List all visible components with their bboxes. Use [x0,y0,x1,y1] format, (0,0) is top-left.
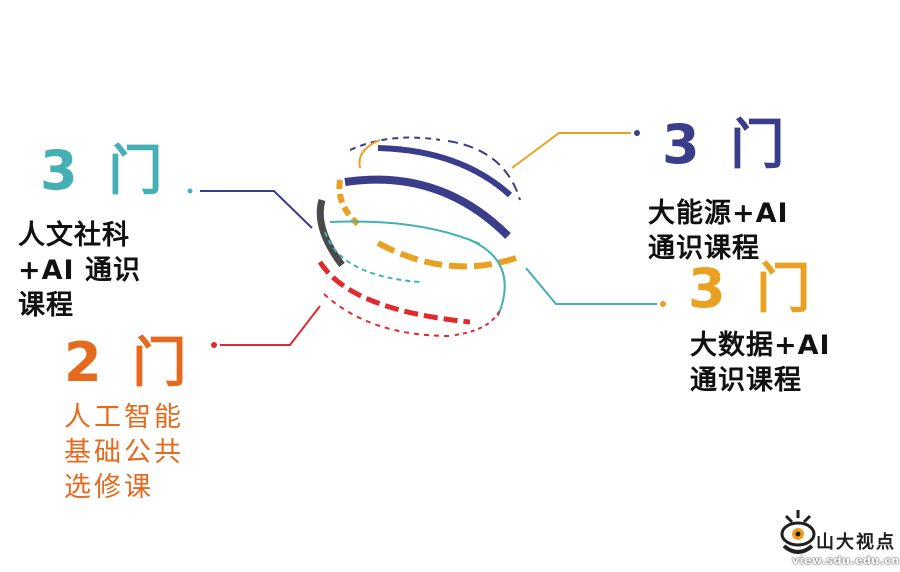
desc-humanities-line-3: 课程 [18,290,74,321]
ring-arc-red-1 [317,260,471,325]
ring-arc-navy-2 [344,175,511,239]
ring-arc-teal-3 [469,239,506,317]
ring-arc-navy-thin [447,140,521,201]
connector-dot-humanities [187,188,193,194]
desc-humanities: 人文社科 +AI 通识 课程 [18,218,141,323]
ring-arc-teal-1 [329,220,481,245]
ring-arc-orange-1 [336,179,361,227]
block-humanities: 3 门 [40,144,168,198]
desc-energy-line-2: 通识课程 [648,233,760,264]
ring-arc-red-3 [454,309,501,336]
ring-arc-navy-1 [377,145,513,198]
desc-ai-basic-line-3: 选修课 [64,472,154,503]
desc-energy: 大能源+AI 通识课程 [648,196,789,266]
ring-arc-gray [316,199,345,268]
logo-watermark: 山大视点 view.sdu.edu.cn [778,508,899,570]
ring-arc-red-2 [323,293,451,337]
connector-dot-bigdata [660,301,666,307]
count-bigdata: 3 门 [688,257,817,320]
connector-dot-ai-basic [211,342,217,348]
desc-ai-basic-line-1: 人工智能 [64,402,184,433]
connector-humanities [187,188,313,229]
block-ai-basic: 2 门 [64,336,192,390]
desc-ai-basic-line-2: 基础公共 [64,437,184,468]
block-energy: 3 门 [662,118,790,172]
ring-arc-teal-2 [324,231,421,283]
connector-ai-basic [211,305,321,348]
block-bigdata: 3 门 [688,262,816,316]
connector-bigdata [525,267,666,307]
logo-url-text: view.sdu.edu.cn [792,554,900,567]
ring-arc-orange-thin [358,139,381,169]
ring-graphic [316,136,524,337]
desc-humanities-line-2: +AI 通识 [18,255,141,286]
desc-ai-basic: 人工智能 基础公共 选修课 [64,400,184,505]
ring-arc-orange-2 [376,240,524,270]
count-ai-basic: 2 门 [64,331,193,394]
desc-energy-line-1: 大能源+AI [648,198,789,229]
desc-bigdata-line-1: 大数据+AI [690,330,831,361]
ring-arc-navy-dash [349,136,441,151]
count-energy: 3 门 [662,113,791,176]
logo-brand-text: 山大视点 [816,532,896,553]
desc-bigdata: 大数据+AI 通识课程 [690,328,831,398]
connector-dot-energy [634,130,640,136]
connector-energy [511,130,640,169]
desc-bigdata-line-2: 通识课程 [690,365,802,396]
eye-icon [780,510,816,554]
desc-humanities-line-1: 人文社科 [18,220,130,251]
count-humanities: 3 门 [40,139,169,202]
